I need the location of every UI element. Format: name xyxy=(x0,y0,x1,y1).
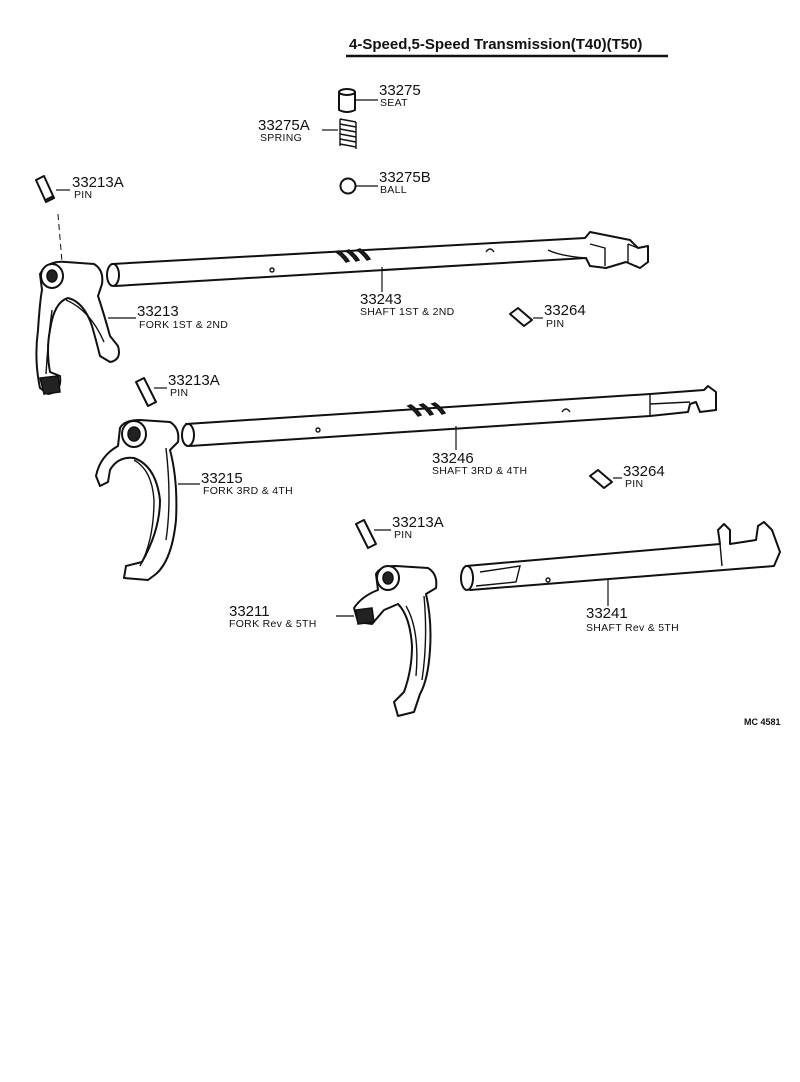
part-name: PIN xyxy=(625,478,643,490)
diagram-title: 4-Speed,5-Speed Transmission(T40)(T50) xyxy=(349,36,642,53)
part-name: FORK 3RD & 4TH xyxy=(203,485,293,497)
part-number: 33211 xyxy=(229,603,270,620)
seat-drawing xyxy=(338,88,356,113)
part-number: 33241 xyxy=(586,605,628,622)
part-name: SHAFT Rev & 5TH xyxy=(586,622,679,634)
part-number: 33213A xyxy=(392,514,444,531)
part-number: 33275B xyxy=(379,169,431,186)
shaft-3rd-4th-drawing xyxy=(181,385,717,447)
pin-drawing xyxy=(589,469,613,489)
fork-3rd-4th-drawing xyxy=(95,419,180,581)
part-number: 33243 xyxy=(360,291,402,308)
part-number: 33246 xyxy=(432,450,474,467)
part-number: 33215 xyxy=(201,470,243,487)
pin-drawing xyxy=(509,307,533,327)
part-name: PIN xyxy=(394,529,412,541)
pin-drawing xyxy=(355,519,377,549)
part-name: PIN xyxy=(546,318,564,330)
shaft-rev-5th-drawing xyxy=(460,521,781,591)
diagram-code: MC 4581 xyxy=(744,717,781,727)
part-number: 33213A xyxy=(168,372,220,389)
part-number: 33264 xyxy=(544,302,586,319)
part-number: 33264 xyxy=(623,463,665,480)
part-number: 33213A xyxy=(72,174,124,191)
part-name: BALL xyxy=(380,184,407,196)
spring-drawing xyxy=(339,118,357,149)
pin-drawing xyxy=(35,175,56,204)
part-name: SPRING xyxy=(260,132,302,144)
part-name: SEAT xyxy=(380,97,408,109)
part-name: SHAFT 3RD & 4TH xyxy=(432,465,527,477)
part-number: 33275A xyxy=(258,117,310,134)
part-name: SHAFT 1ST & 2ND xyxy=(360,306,455,318)
pin-drawing xyxy=(135,377,157,407)
part-name: FORK Rev & 5TH xyxy=(229,618,317,630)
ball-drawing xyxy=(339,177,357,195)
part-name: FORK 1ST & 2ND xyxy=(139,319,228,331)
fork-1st-2nd-drawing xyxy=(35,260,120,395)
part-number: 33275 xyxy=(379,82,421,99)
pin-insertion-line xyxy=(57,213,63,263)
fork-rev-5th-drawing xyxy=(353,565,438,717)
part-name: PIN xyxy=(170,387,188,399)
shaft-1st-2nd-drawing xyxy=(106,231,649,287)
part-number: 33213 xyxy=(137,303,179,320)
part-name: PIN xyxy=(74,189,92,201)
